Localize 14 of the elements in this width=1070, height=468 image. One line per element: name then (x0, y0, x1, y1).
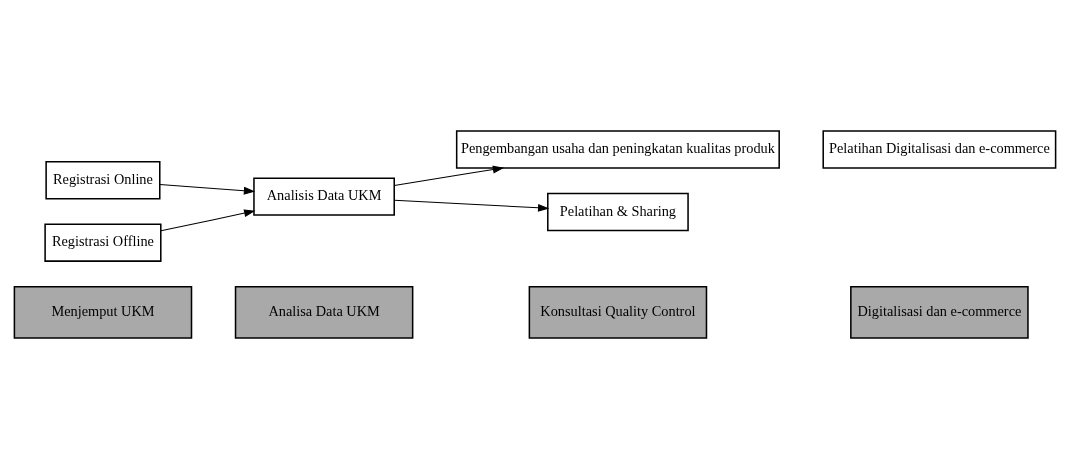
node-box: Menjemput UKM (13, 285, 193, 339)
arrow (393, 199, 550, 212)
node-box: Registrasi Offline (44, 223, 162, 262)
node-box: Registrasi Online (45, 160, 161, 199)
arrow (160, 208, 256, 231)
node-box: Pelatihan & Sharing (547, 192, 689, 231)
node-box: Analisa Data UKM (234, 285, 414, 339)
node-box: Digitalisasi dan e-commerce (850, 285, 1029, 339)
arrow (159, 183, 256, 195)
node-box: Pelatihan Digitalisasi dan e-commerce (822, 129, 1057, 169)
arrow (393, 165, 505, 186)
node-box: Analisis Data UKM (253, 176, 395, 216)
node-box: Pengembangan usaha dan peningkatan kualitas produk (455, 129, 780, 169)
node-box: Konsultasi Quality Control (528, 285, 708, 339)
